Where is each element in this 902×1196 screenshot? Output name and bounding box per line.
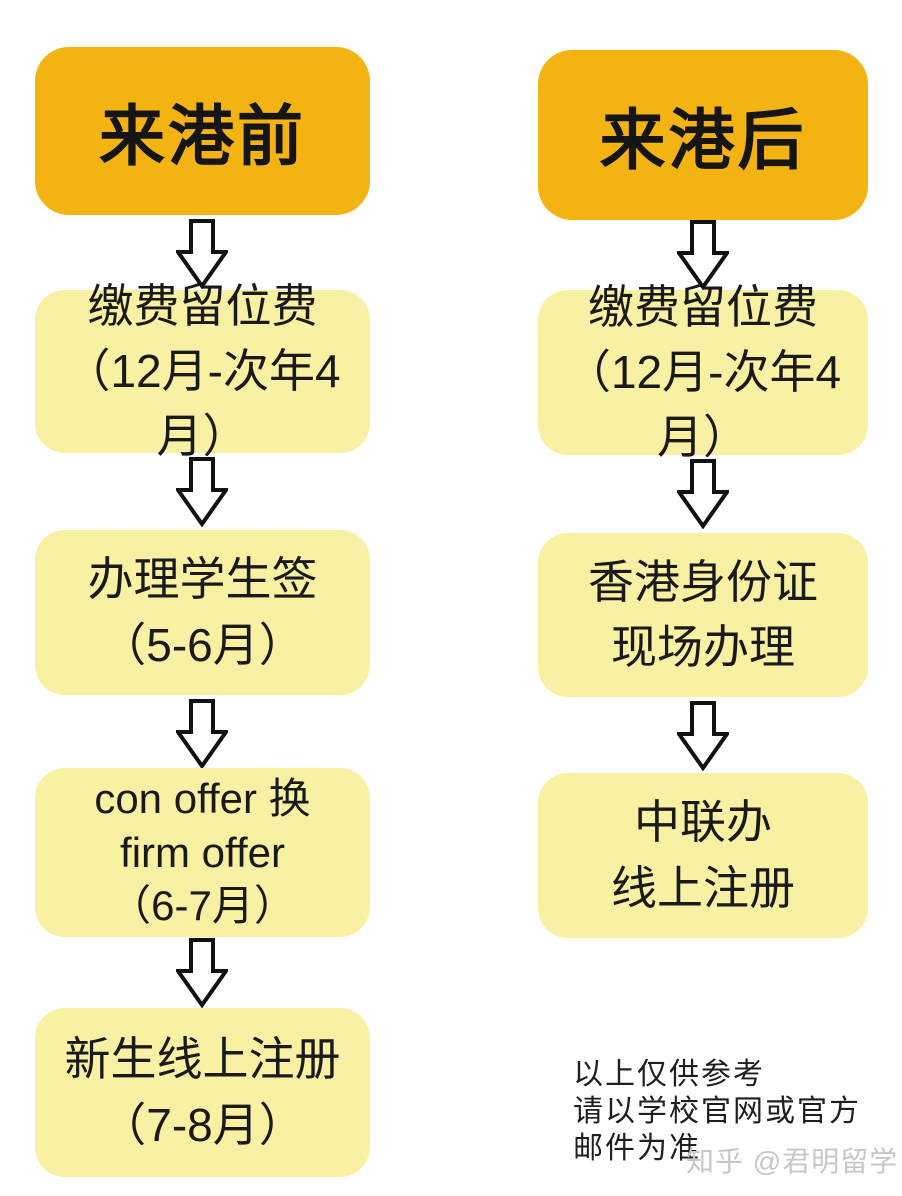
step-line: 缴费留位费: [588, 280, 818, 333]
step-line: （12月-次年4月）: [64, 344, 341, 463]
step-offer-exchange: con offer 换 firm offer （6-7月）: [35, 768, 370, 937]
step-line: 办理学生签: [87, 553, 318, 606]
down-arrow-icon: [677, 459, 729, 529]
step-pay-reservation-fee-after: 缴费留位费 （12月-次年4月）: [538, 281, 868, 463]
step-line: 新生线上注册: [64, 1033, 341, 1086]
header-after-arrival: 来港后: [538, 50, 868, 220]
step-hkid-onsite: 香港身份证 现场办理: [538, 533, 868, 697]
step-freshman-online-registration: 新生线上注册 （7-8月）: [35, 1008, 370, 1177]
header-after-arrival-label: 来港后: [599, 103, 807, 177]
down-arrow-icon: [176, 457, 228, 527]
step-line: （5-6月）: [100, 618, 305, 671]
down-arrow-icon: [677, 220, 729, 290]
step-line: 现场办理: [611, 621, 795, 673]
step-student-visa: 办理学生签 （5-6月）: [35, 530, 370, 695]
step-line: firm offer: [120, 828, 285, 876]
step-line: （6-7月）: [109, 882, 296, 930]
step-line: 香港身份证: [588, 555, 818, 608]
step-pay-reservation-fee: 缴费留位费 （12月-次年4月）: [35, 280, 370, 462]
step-liaison-office-online-registration: 中联办 线上注册: [538, 773, 868, 938]
step-line: （12月-次年4月）: [564, 345, 842, 464]
step-line: 缴费留位费: [87, 279, 318, 332]
note-line: 以上仅供参考: [573, 1058, 765, 1091]
note-line: 邮件为准: [573, 1132, 701, 1165]
step-line: 中联办: [634, 796, 772, 849]
watermark: 知乎 @君明留学: [686, 1146, 899, 1177]
down-arrow-icon: [176, 219, 228, 289]
step-line: 线上注册: [611, 861, 795, 914]
note-line: 请以学校官网或官方: [573, 1095, 861, 1128]
header-before-arrival-label: 来港前: [99, 99, 306, 173]
step-line: （7-8月）: [100, 1098, 305, 1151]
header-before-arrival: 来港前: [35, 47, 370, 215]
down-arrow-icon: [677, 701, 729, 771]
down-arrow-icon: [176, 938, 228, 1008]
down-arrow-icon: [176, 699, 228, 769]
disclaimer-note: 以上仅供参考 请以学校官网或官方 邮件为准: [573, 1056, 861, 1167]
step-line: con offer 换: [94, 774, 311, 822]
